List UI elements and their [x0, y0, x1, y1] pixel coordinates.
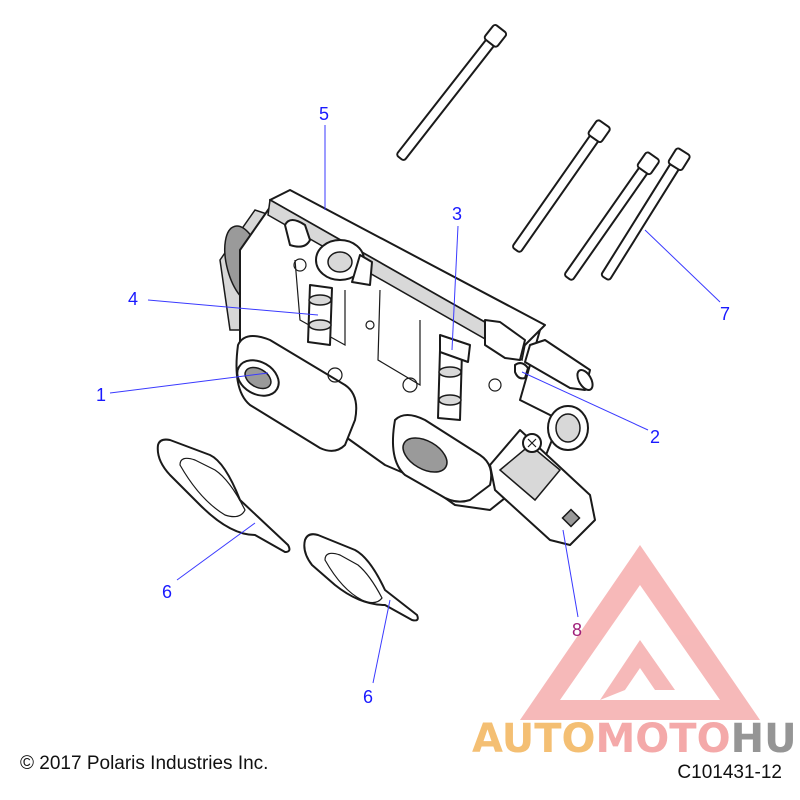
callout-4: 4 — [128, 289, 138, 309]
callout-3: 3 — [452, 204, 462, 224]
leader-4 — [147, 299, 319, 316]
automotohub-logo-mark — [520, 545, 760, 720]
callout-5: 5 — [319, 104, 329, 124]
leader-1 — [109, 372, 269, 394]
retaining-clip-2 — [514, 362, 529, 380]
throttle-body-1 — [219, 199, 561, 511]
leader-lines — [109, 125, 721, 684]
watermark-hub: HUB — [731, 716, 800, 762]
callout-8: 8 — [572, 620, 582, 640]
throttle-position-sensor-8 — [489, 429, 596, 546]
bolt — [396, 24, 508, 161]
watermark-auto: AUTO — [472, 716, 596, 762]
bolt-set-7 — [396, 24, 691, 281]
bolt — [600, 147, 691, 281]
callout-6-left: 6 — [162, 582, 172, 602]
watermark-text: AUTOMOTOHUB — [472, 716, 800, 762]
outlet-tube — [547, 405, 589, 451]
pressure-regulator — [315, 239, 373, 286]
leader-8 — [562, 529, 579, 618]
fuel-inlet-fitting — [524, 339, 594, 391]
copyright-notice: © 2017 Polaris Industries Inc. — [20, 753, 269, 774]
figure-code: C101431-12 — [677, 762, 782, 783]
leader-7 — [644, 229, 721, 303]
callout-6-right: 6 — [363, 687, 373, 707]
bolt — [564, 151, 660, 281]
leader-6b — [372, 599, 391, 684]
leader-6a — [176, 522, 256, 581]
bolt — [512, 119, 611, 253]
leader-3 — [451, 225, 459, 351]
callout-7: 7 — [720, 304, 730, 324]
callout-1: 1 — [96, 385, 106, 405]
callout-2: 2 — [650, 427, 660, 447]
leader-2 — [521, 371, 649, 431]
gasket-6-left — [156, 438, 291, 553]
fuel-injector-3 — [437, 334, 471, 421]
gasket-6-right — [303, 533, 419, 622]
watermark-moto: MOTO — [596, 716, 731, 762]
fuel-injector-4 — [307, 284, 333, 346]
